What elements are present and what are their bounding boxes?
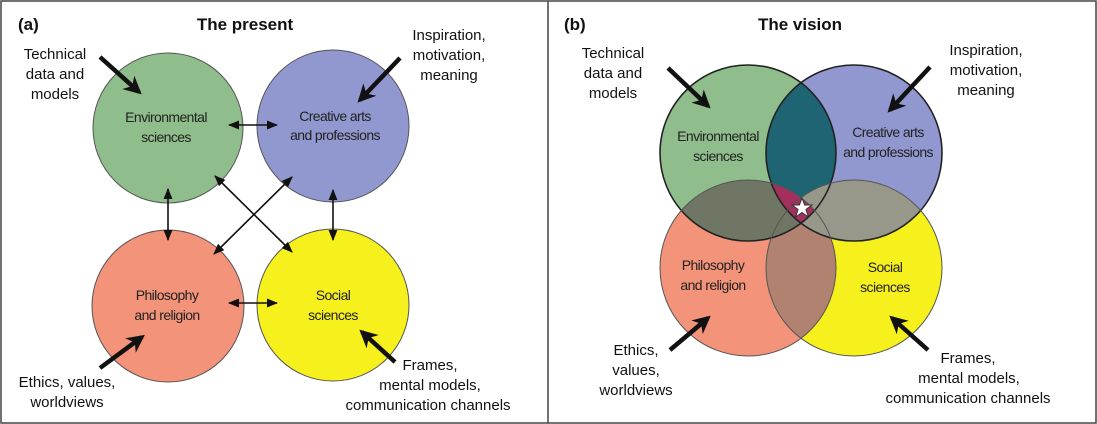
input-frames-2: mental models,	[379, 377, 481, 394]
label-creative-2: and professions	[290, 127, 380, 143]
input-technical: Technical	[24, 46, 87, 63]
input-ethics: Ethics, values,	[19, 374, 116, 391]
label-environmental-2: sciences	[141, 129, 191, 145]
circle-social-sciences	[256, 228, 410, 382]
label-environmental: Environmental	[125, 109, 207, 125]
arrow-icon	[98, 55, 142, 95]
input-ethics-b: Ethics,	[613, 342, 658, 359]
input-frames-b: Frames,	[940, 350, 995, 367]
input-inspiration-b: Inspiration,	[949, 42, 1022, 59]
input-inspiration-3: meaning	[420, 67, 478, 84]
arrow-icon	[357, 56, 402, 103]
panel-b: (b) The vision Environmental sciences Cr…	[564, 15, 1051, 407]
panel-b-title: The vision	[758, 15, 842, 34]
input-frames-b-2: mental models,	[918, 370, 1020, 387]
arrow-icon	[668, 315, 711, 352]
panel-a-title: The present	[197, 15, 294, 34]
label-social: Social	[316, 287, 351, 303]
venn-label-creative-2: and professions	[843, 144, 933, 160]
input-ethics-2: worldviews	[29, 394, 103, 411]
input-ethics-b-3: worldviews	[598, 382, 672, 399]
input-arrows	[98, 55, 402, 370]
input-frames-3: communication channels	[345, 397, 510, 414]
panel-a: (a) The present Environmental sciences C…	[18, 15, 511, 414]
panel-b-letter: (b)	[564, 15, 586, 34]
venn-label-social-2: sciences	[860, 279, 910, 295]
venn-label-social: Social	[868, 259, 903, 275]
venn-label-environmental: Environmental	[677, 128, 759, 144]
input-technical-b-3: models	[589, 85, 637, 102]
label-creative: Creative arts	[299, 108, 371, 124]
input-technical-b-2: data and	[584, 65, 642, 82]
arrow-icon	[359, 329, 397, 364]
input-technical-b: Technical	[582, 45, 645, 62]
label-philosophy-2: and religion	[134, 307, 199, 323]
overlap-env-phil	[660, 180, 836, 241]
double-arrow	[213, 176, 293, 255]
arrow-icon	[889, 315, 930, 352]
arrow-icon	[666, 66, 711, 109]
venn-label-philosophy-2: and religion	[680, 277, 745, 293]
input-arrows-b	[666, 65, 932, 352]
star-icon	[790, 196, 814, 219]
input-ethics-b-2: values,	[612, 362, 660, 379]
label-philosophy: Philosophy	[136, 287, 199, 303]
connection-arrows	[163, 120, 338, 308]
venn-label-philosophy: Philosophy	[682, 257, 745, 273]
panel-a-letter: (a)	[18, 15, 39, 34]
input-inspiration-2: motivation,	[413, 47, 486, 64]
input-inspiration-b-2: motivation,	[950, 62, 1023, 79]
input-inspiration: Inspiration,	[412, 27, 485, 44]
input-frames-b-3: communication channels	[885, 390, 1050, 407]
input-frames: Frames,	[402, 357, 457, 374]
input-technical-3: models	[31, 86, 79, 103]
venn-label-creative: Creative arts	[852, 124, 924, 140]
venn-label-environmental-2: sciences	[693, 148, 743, 164]
input-technical-2: data and	[26, 66, 84, 83]
input-inspiration-b-3: meaning	[957, 82, 1015, 99]
label-social-2: sciences	[308, 307, 358, 323]
venn-outlines	[659, 64, 943, 357]
overlap-creative-social	[766, 180, 942, 241]
arrow-icon	[98, 334, 145, 370]
arrow-icon	[887, 65, 932, 113]
